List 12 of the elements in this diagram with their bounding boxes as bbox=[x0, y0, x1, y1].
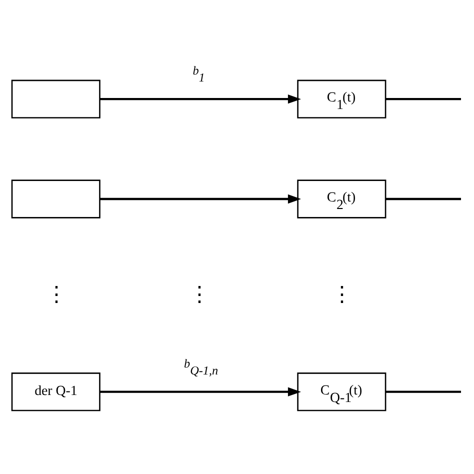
node-box bbox=[11, 80, 100, 118]
node-box bbox=[11, 180, 100, 218]
connector bbox=[386, 390, 461, 393]
node-box: der Q-1 bbox=[11, 372, 100, 412]
arrow bbox=[100, 387, 302, 396]
arrow bbox=[100, 94, 302, 104]
connector bbox=[386, 98, 461, 100]
label: ⋮ bbox=[332, 282, 353, 306]
connector bbox=[386, 198, 461, 200]
label: ⋮ bbox=[46, 282, 67, 306]
arrow bbox=[100, 194, 302, 204]
label: ⋮ bbox=[188, 282, 210, 306]
